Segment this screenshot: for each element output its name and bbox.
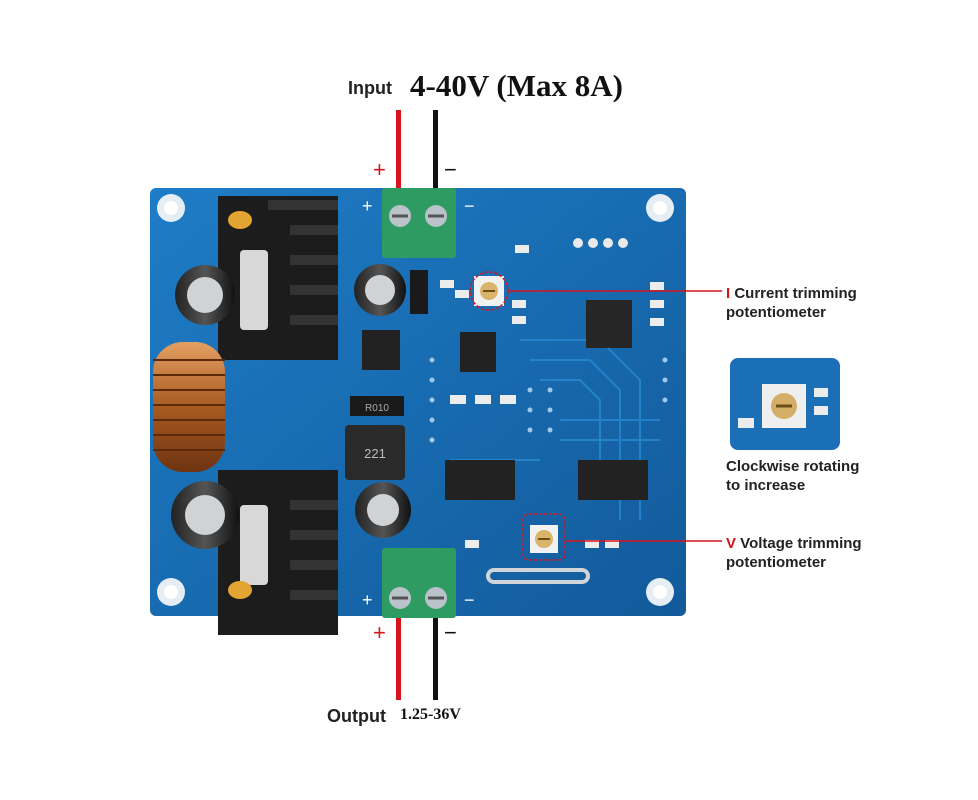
silk-output-minus: − [464,590,475,610]
current-trim-line1: I Current trimming [726,284,857,303]
rotation-line1: Clockwise rotating [726,458,860,475]
voltage-trim-line2: potentiometer [726,554,827,571]
voltage-trim-potentiometer [522,513,566,561]
current-letter: I [726,285,731,302]
input-max-current: (Max 8A) [496,68,623,103]
silk-output-plus: + [362,590,373,610]
rotation-annotation: Clockwise rotating to increase [726,457,859,495]
rotation-line2: to increase [726,477,806,494]
mounting-holes [157,194,674,606]
capacitor-c2 [354,264,406,316]
ic-u5 [586,300,632,348]
shunt-marking: R010 [365,403,389,414]
current-trim-annotation: I Current trimming potentiometer [726,284,857,322]
capacitor-c1 [175,265,235,325]
current-text: Current trimming [730,285,857,302]
current-trim-line2: potentiometer [726,304,827,321]
output-negative-mark: − [444,620,457,645]
ic-u1 [362,330,400,370]
input-positive-mark: + [373,157,386,182]
inductor-marking: 221 [364,446,386,461]
heatsink-bottom [218,470,338,635]
voltage-letter: V [726,535,737,552]
input-voltage-range: 4-40V (Max 8A) [410,68,623,104]
input-terminal-block [382,188,456,258]
silk-input-plus: + [362,196,373,216]
capacitor-c3 [171,481,239,549]
ic-u7 [578,460,648,500]
voltage-text: Voltage trimming [736,535,862,552]
toroid-inductor [153,342,225,472]
input-range-text: 4-40V [410,68,489,103]
silk-input-minus: − [464,196,475,216]
shunt-resistor [350,396,404,416]
output-terminal-block [382,548,456,618]
voltage-trim-line1: V Voltage trimming [726,534,862,553]
header-pins [573,238,628,248]
input-label: Input [348,78,392,98]
output-voltage-range: 1.25-36V [400,706,461,723]
current-trim-potentiometer [469,271,509,311]
input-negative-mark: − [444,157,457,182]
output-label: Output [327,706,386,726]
input-positive-wire [396,110,401,190]
voltage-trim-annotation: V Voltage trimming potentiometer [726,534,862,572]
output-negative-wire [433,618,438,700]
capacitor-c5 [355,482,411,538]
ic-u6 [445,460,515,500]
output-positive-mark: + [373,620,386,645]
input-negative-wire [433,110,438,190]
potentiometer-closeup-image [730,358,840,450]
ic-u4 [460,332,496,372]
smd-inductor: 221 [345,425,405,480]
output-positive-wire [396,618,401,700]
